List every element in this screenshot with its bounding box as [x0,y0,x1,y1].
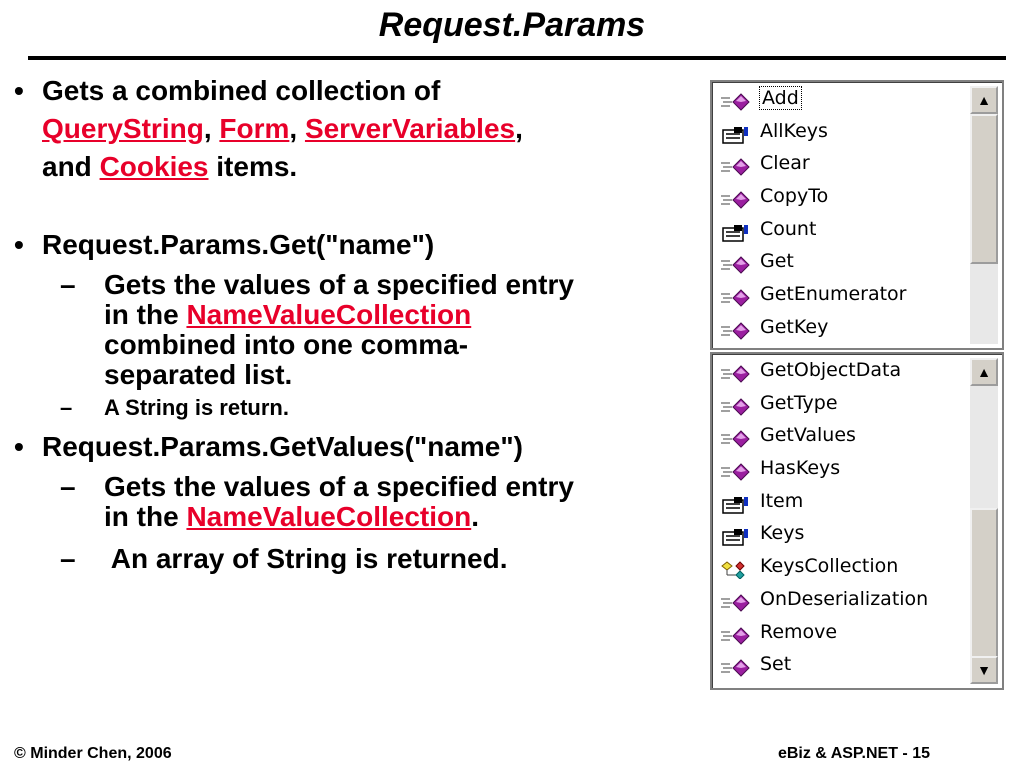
list-item[interactable]: GetType [712,387,968,420]
method-icon [720,655,754,677]
list-item-label: GetValues [760,424,856,447]
scrollbar[interactable]: ▲ ▼ [970,358,998,684]
scroll-up-button[interactable]: ▲ [970,358,998,386]
list-item-label: GetKey [760,315,829,338]
arrow-up-icon: ▲ [977,364,991,380]
list-item-label: GetObjectData [760,359,902,381]
scroll-thumb[interactable] [970,114,998,264]
namevaluecollection-link[interactable]: NameValueCollection [186,501,472,532]
list-item-label: AllKeys [760,119,828,142]
method-icon [720,154,754,177]
list-item[interactable]: GetObjectData [712,354,968,387]
sub-bullet-getvalues-desc: – Gets the values of a specified entry i… [60,471,574,532]
scrollbar[interactable]: ▲ [970,86,998,344]
dash-marker: – [60,269,76,300]
arrow-down-icon: ▼ [977,662,991,678]
list-item-label: HasKeys [760,457,841,480]
slide-content: • Gets a combined collection of QueryStr… [14,72,694,574]
method-icon [720,187,754,209]
list-item-label: CopyTo [760,185,829,208]
arrow-up-icon: ▲ [977,92,991,108]
list-item[interactable]: HasKeys [712,452,968,485]
dash-marker: – [60,395,73,420]
method-icon [720,623,754,645]
scroll-down-button[interactable]: ▼ [970,656,998,684]
dash-marker: – [60,471,76,502]
method-icon [720,394,754,416]
servervariables-link[interactable]: ServerVariables [304,113,516,144]
list-item-label: KeysCollection [760,555,899,578]
method-icon [720,318,754,340]
list-item-label: OnDeserialization [760,587,929,610]
sub-bullet-string-return: – A String is return. [60,395,289,420]
list-item-label: Remove [760,620,838,643]
list-item[interactable]: Keys [712,517,968,550]
list-item[interactable]: GetValues [712,419,968,452]
list-item-label: Get [760,250,794,273]
scroll-thumb[interactable] [970,508,998,658]
bullet-marker: • [14,75,24,106]
list-item-label: Add [759,86,802,110]
property-icon [720,220,754,242]
list-item[interactable]: Clear [712,147,968,180]
list-item[interactable]: Remove [712,616,968,649]
method-icon [720,590,754,612]
property-icon [720,122,754,144]
method-icon [720,285,754,307]
list-item[interactable]: AllKeys [712,115,968,148]
bullet-params-get: • Request.Params.Get("name") [14,226,694,264]
list-item-label: Set [760,653,792,676]
list-item-label: GetEnumerator [760,283,907,306]
footer-page: eBiz & ASP.NET - 15 [777,745,930,762]
list-item[interactable]: Get [712,245,968,278]
scroll-up-button[interactable]: ▲ [970,86,998,114]
method-icon [720,361,754,383]
list-item-label: Count [760,217,817,240]
bullet-params-getvalues: • Request.Params.GetValues("name") [14,428,694,466]
bullet-combined-collection: • Gets a combined collection of QueryStr… [14,72,694,186]
method-icon [720,459,754,481]
querystring-link[interactable]: QueryString [42,113,204,144]
sub-bullet-array-returned: – An array of String is returned. [60,543,508,574]
sub-bullet-get-values: – Gets the values of a specified entry i… [60,269,574,390]
list-item[interactable]: Set [712,648,968,681]
method-icon [720,426,754,449]
bullet-marker: • [14,431,24,462]
dash-marker: – [60,543,76,574]
list-item[interactable]: Add [712,82,968,115]
list-item[interactable]: OnDeserialization [712,583,968,616]
property-icon [720,524,754,547]
list-item[interactable]: Count [712,213,968,246]
list-item-label: GetType [760,391,838,414]
list-item[interactable]: KeysCollection [712,550,968,583]
list-item[interactable]: GetEnumerator [712,278,968,311]
class-icon [720,557,754,580]
title-divider [28,56,1006,60]
property-icon [720,492,754,514]
slide-title: Request.Params [378,6,646,44]
namevaluecollection-link[interactable]: NameValueCollection [186,299,472,330]
cookies-link[interactable]: Cookies [99,151,209,182]
method-icon [720,89,754,111]
list-item-label: Item [760,489,804,512]
list-item[interactable]: GetKey [712,311,968,344]
method-icon [720,252,754,275]
footer-copyright: © Minder Chen, 2006 [14,745,172,762]
list-item[interactable]: CopyTo [712,180,968,213]
bullet-marker: • [14,229,24,260]
list-item[interactable]: Item [712,485,968,518]
list-item-label: Keys [760,522,805,545]
form-link[interactable]: Form [219,113,290,144]
list-item-label: Clear [760,152,810,175]
